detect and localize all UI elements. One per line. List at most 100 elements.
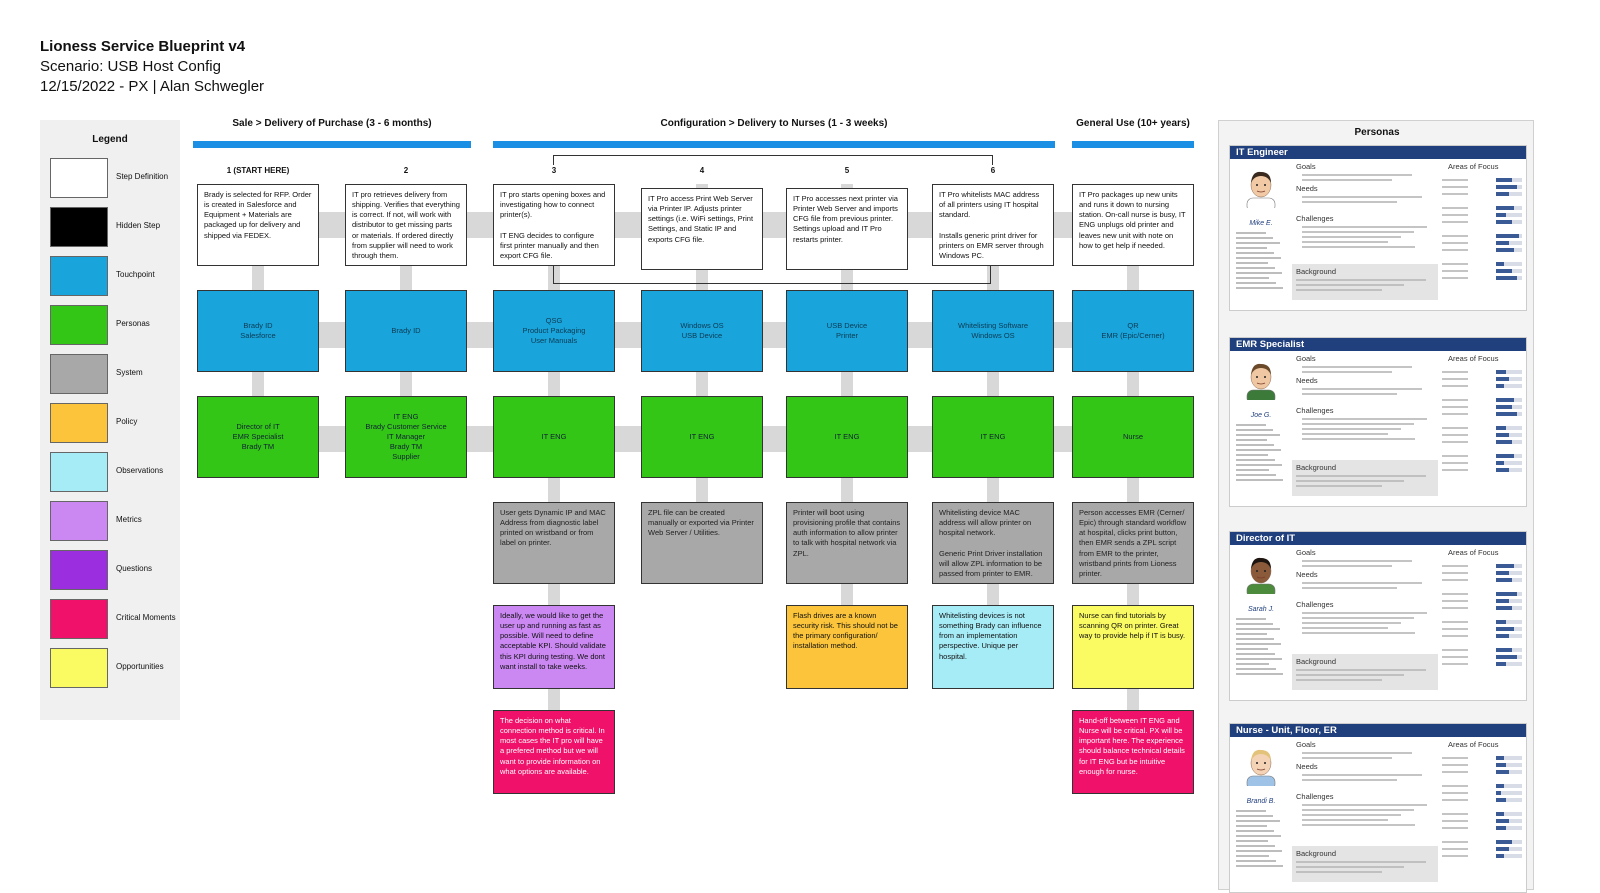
focus-bar-fill: [1496, 220, 1512, 224]
background-label: Background: [1296, 657, 1337, 666]
focus-bar-label: [1442, 371, 1468, 373]
focus-bar-track: [1496, 571, 1522, 575]
touchpoint-card: Whitelisting Software Windows OS: [932, 290, 1054, 372]
step-number: 3: [551, 166, 557, 175]
focus-bar-label: [1442, 186, 1468, 188]
text-line: [1296, 861, 1426, 863]
focus-bar-fill: [1496, 564, 1515, 568]
focus-bar: [1442, 854, 1522, 858]
date-author-text: 12/15/2022 - PX | Alan Schwegler: [40, 78, 265, 95]
personas-card: IT ENG: [641, 396, 763, 478]
focus-bar-track: [1496, 599, 1522, 603]
focus-bar-track: [1496, 206, 1522, 210]
step-number: 4: [699, 166, 705, 175]
touchpoint-card: QR EMR (Epic/Cerner): [1072, 290, 1194, 372]
legend-swatch: [50, 599, 108, 639]
focus-bar-label: [1442, 179, 1468, 181]
focus-bar-label: [1442, 214, 1468, 216]
focus-bar-fill: [1496, 234, 1520, 238]
areas-of-focus-label: Areas of Focus: [1448, 548, 1499, 557]
focus-bar: [1442, 468, 1522, 472]
focus-bar-track: [1496, 819, 1522, 823]
meta-line: [1236, 262, 1268, 264]
personas-card: Nurse: [1072, 396, 1194, 478]
meta-line: [1236, 840, 1268, 842]
focus-bar-fill: [1496, 185, 1517, 189]
system-card: Person accesses EMR (Cerner/ Epic) throu…: [1072, 502, 1194, 584]
meta-line: [1236, 835, 1281, 837]
persona-meta-lines: [1236, 424, 1288, 484]
focus-bar-label: [1442, 813, 1468, 815]
legend-swatch: [50, 305, 108, 345]
focus-bar-label: [1442, 764, 1468, 766]
text-line: [1302, 587, 1397, 589]
focus-bar-label: [1442, 635, 1468, 637]
background-label: Background: [1296, 849, 1337, 858]
loop-line-bottom: [553, 266, 991, 284]
text-line: [1302, 179, 1392, 181]
legend-label: Touchpoint: [116, 270, 155, 279]
text-line: [1302, 201, 1397, 203]
meta-line: [1236, 434, 1280, 436]
background-box: Background: [1292, 846, 1438, 882]
meta-line: [1236, 865, 1283, 867]
focus-bar-track: [1496, 398, 1522, 402]
focus-bar-fill: [1496, 662, 1507, 666]
focus-bar-label: [1442, 799, 1468, 801]
critical-moment-card: Hand-off between IT ENG and Nurse will b…: [1072, 710, 1194, 794]
meta-line: [1236, 252, 1274, 254]
focus-bar-fill: [1496, 269, 1512, 273]
text-line: [1302, 428, 1401, 430]
focus-bar: [1442, 377, 1522, 381]
focus-bar-fill: [1496, 468, 1509, 472]
focus-bar: [1442, 770, 1522, 774]
focus-bar-track: [1496, 791, 1522, 795]
focus-bar-track: [1496, 213, 1522, 217]
text-line: [1302, 757, 1392, 759]
focus-bar-label: [1442, 434, 1468, 436]
text-line: [1302, 423, 1414, 425]
focus-bar: [1442, 826, 1522, 830]
focus-bar-label: [1442, 469, 1468, 471]
focus-bar-label: [1442, 441, 1468, 443]
text-line: [1302, 819, 1388, 821]
focus-bar-track: [1496, 763, 1522, 767]
focus-bar-label: [1442, 771, 1468, 773]
goals-lines: [1302, 752, 1432, 762]
focus-bar-track: [1496, 384, 1522, 388]
focus-bar: [1442, 784, 1522, 788]
focus-bar-label: [1442, 792, 1468, 794]
focus-bar-label: [1442, 628, 1468, 630]
focus-bar: [1442, 578, 1522, 582]
focus-bar-fill: [1496, 620, 1507, 624]
legend-label: Opportunities: [116, 662, 164, 671]
focus-bar-fill: [1496, 412, 1517, 416]
text-line: [1302, 393, 1397, 395]
text-line: [1302, 433, 1388, 435]
text-line: [1302, 236, 1401, 238]
areas-of-focus-label: Areas of Focus: [1448, 162, 1499, 171]
focus-bar-track: [1496, 468, 1522, 472]
meta-line: [1236, 830, 1274, 832]
personas-card: IT ENG: [493, 396, 615, 478]
legend-item: Observations: [50, 452, 180, 492]
meta-line: [1236, 628, 1280, 630]
background-lines: [1296, 279, 1430, 294]
focus-bar-label: [1442, 572, 1468, 574]
meta-line: [1236, 648, 1268, 650]
focus-bar-fill: [1496, 377, 1509, 381]
focus-bar: [1442, 847, 1522, 851]
focus-bar-fill: [1496, 840, 1512, 844]
needs-label: Needs: [1296, 570, 1318, 579]
focus-bar-track: [1496, 276, 1522, 280]
focus-bar: [1442, 662, 1522, 666]
focus-bar-label: [1442, 427, 1468, 429]
focus-bar-label: [1442, 270, 1468, 272]
focus-bar-label: [1442, 193, 1468, 195]
focus-bar-fill: [1496, 241, 1509, 245]
phase-title: General Use (10+ years): [1076, 118, 1190, 129]
meta-line: [1236, 479, 1283, 481]
phase-bar: [493, 141, 1055, 148]
goals-lines: [1302, 366, 1432, 376]
